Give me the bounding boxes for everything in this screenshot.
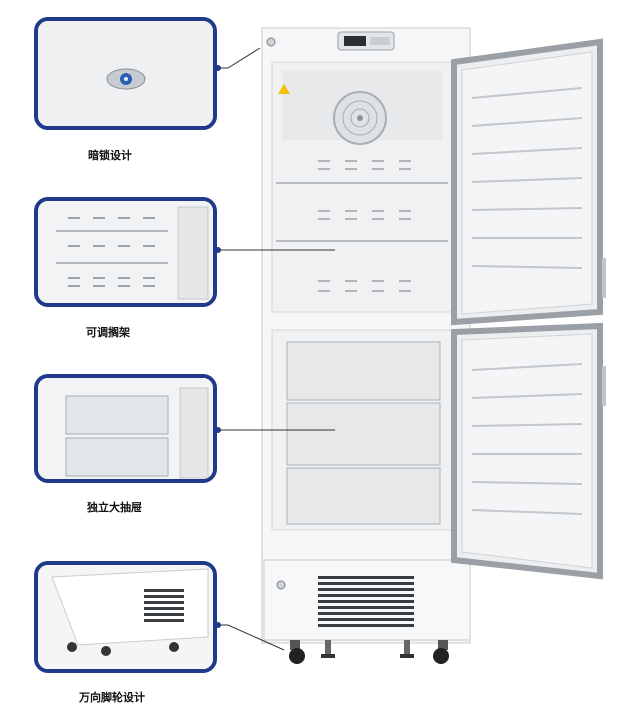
caption-drawer: 独立大抽屉: [87, 501, 142, 514]
caster-detail-image: [38, 565, 213, 669]
drawer-1: [286, 341, 441, 401]
caption-shelf: 可调搁架: [86, 326, 130, 339]
shelf-detail-image: [38, 201, 213, 303]
callout-shelf: [34, 197, 217, 307]
caption-lock: 暗锁设计: [88, 149, 132, 162]
lock-icon: [266, 37, 276, 47]
caption-caster: 万向脚轮设计: [79, 691, 145, 704]
callout-drawer: [34, 374, 217, 483]
caster-icon: [289, 640, 449, 664]
callout-lock: [34, 17, 217, 130]
callout-caster: [34, 561, 217, 673]
lock-detail-image: [38, 21, 213, 126]
drawer-2: [286, 402, 441, 466]
drawer-detail-image: [38, 378, 213, 479]
drawer-3: [286, 467, 441, 525]
